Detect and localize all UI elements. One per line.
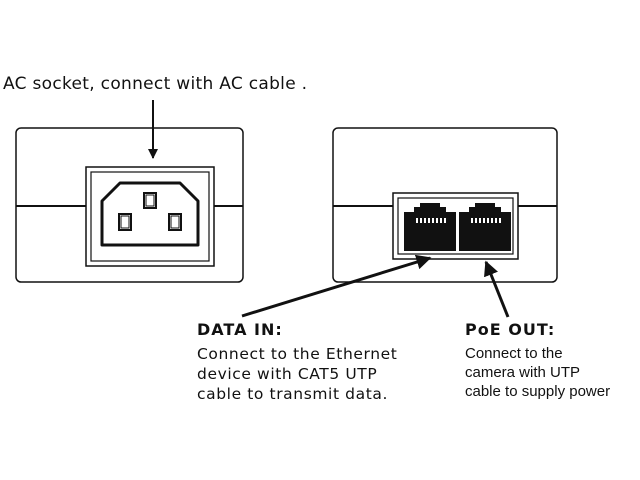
poe-out-description: Connect to the camera with UTP cable to … bbox=[465, 344, 610, 401]
ac-socket-label: AC socket, connect with AC cable . bbox=[3, 74, 308, 94]
poe-out-line: Connect to the bbox=[465, 345, 563, 362]
data-in-line: Connect to the Ethernet bbox=[197, 345, 398, 363]
poe-out-title: PoE OUT: bbox=[465, 320, 556, 339]
poe-out-line: camera with UTP bbox=[465, 364, 581, 381]
data-in-description: Connect to the Ethernet device with CAT5… bbox=[197, 344, 397, 404]
data-in-line: device with CAT5 UTP bbox=[197, 365, 378, 383]
arrow-icon bbox=[241, 254, 432, 318]
data-in-title: DATA IN: bbox=[197, 320, 283, 339]
rj45-side-panel bbox=[332, 127, 558, 283]
poe-out-line: cable to supply power bbox=[465, 383, 611, 400]
rj45-port-icon bbox=[459, 203, 511, 251]
data-in-line: cable to transmit data. bbox=[197, 385, 389, 403]
ac-socket-icon bbox=[100, 181, 200, 247]
arrow-icon bbox=[484, 260, 510, 318]
rj45-port-icon bbox=[404, 203, 456, 251]
